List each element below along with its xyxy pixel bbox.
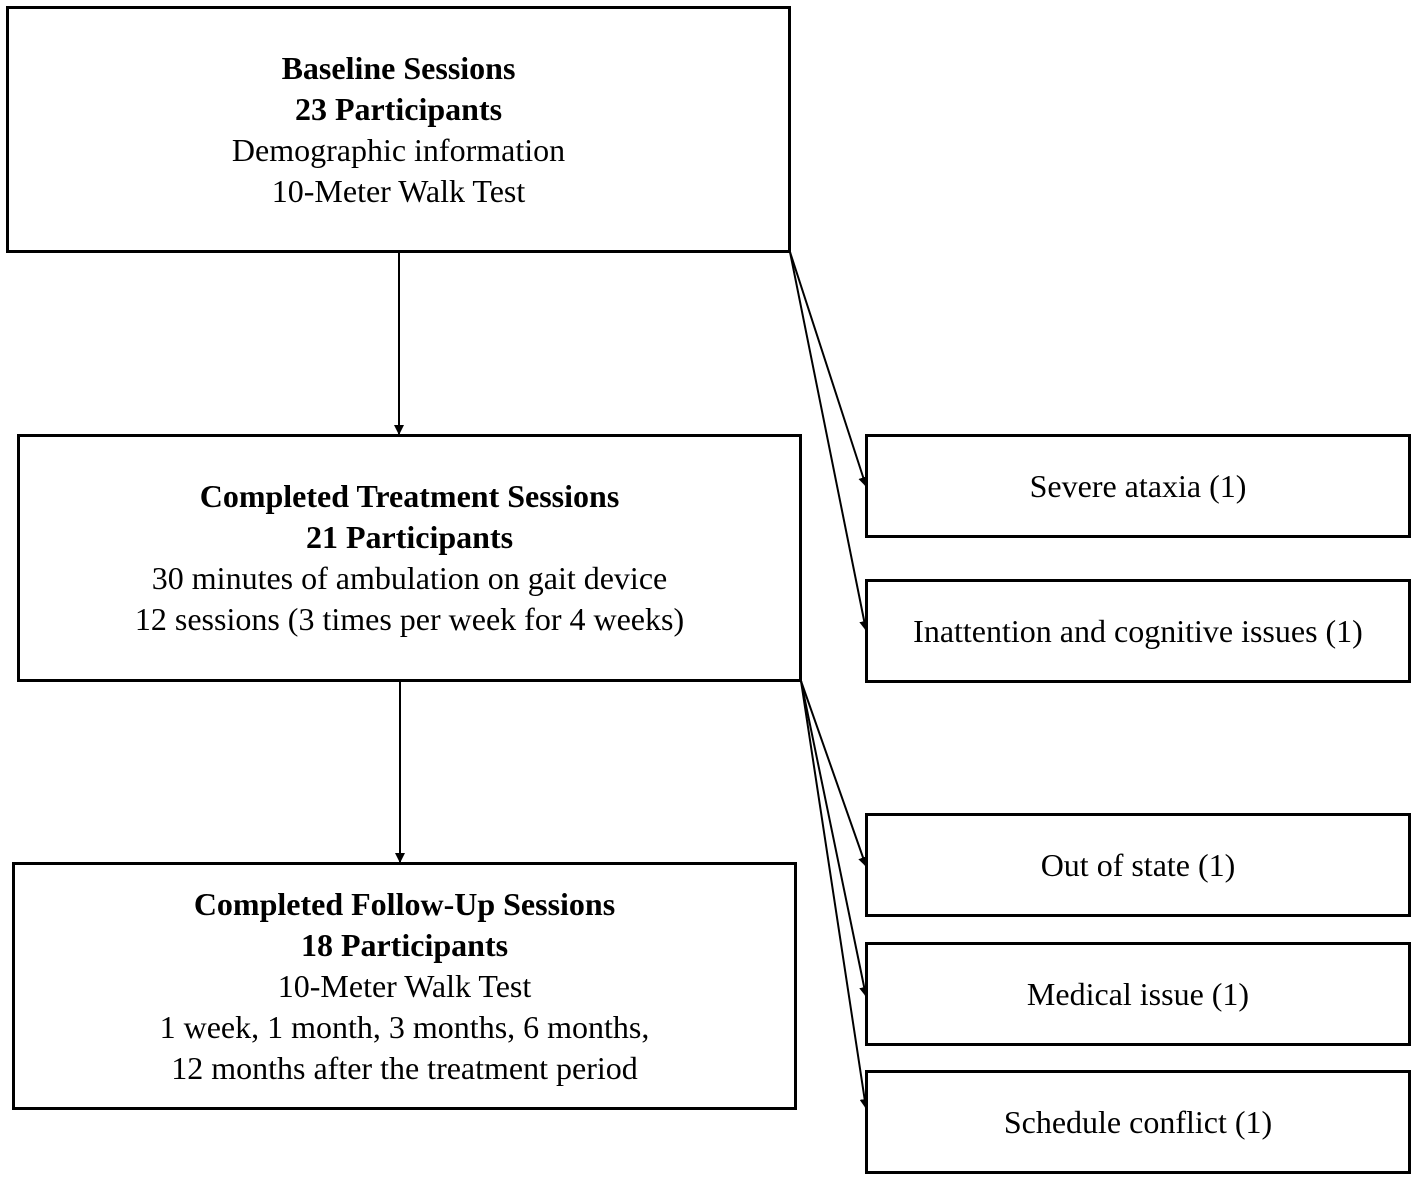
followup-line: 12 months after the treatment period <box>171 1049 638 1086</box>
arrow-to-schedule-conflict <box>800 680 870 1109</box>
baseline-sessions-box: Baseline Sessions 23 Participants Demogr… <box>6 6 791 253</box>
baseline-count: 23 Participants <box>294 90 503 127</box>
treatment-line: 12 sessions (3 times per week for 4 week… <box>134 601 685 637</box>
baseline-line: Demographic information <box>231 131 566 168</box>
dropout-box-inattention: Inattention and cognitive issues (1) <box>865 579 1411 683</box>
followup-line: 1 week, 1 month, 3 months, 6 months, <box>159 1008 650 1045</box>
followup-line: 10-Meter Walk Test <box>277 967 532 1004</box>
dropout-label: Out of state (1) <box>1040 847 1236 883</box>
arrow-to-inattention <box>789 251 870 631</box>
dropout-box-severe-ataxia: Severe ataxia (1) <box>865 434 1411 538</box>
dropout-label: Severe ataxia (1) <box>1029 468 1247 504</box>
arrow-to-medical-issue <box>800 680 870 997</box>
baseline-line: 10-Meter Walk Test <box>271 172 526 209</box>
followup-sessions-box: Completed Follow-Up Sessions 18 Particip… <box>12 862 797 1110</box>
dropout-box-medical-issue: Medical issue (1) <box>865 942 1411 1046</box>
arrow-to-out-of-state <box>800 680 868 867</box>
baseline-title: Baseline Sessions <box>281 49 516 86</box>
dropout-box-schedule-conflict: Schedule conflict (1) <box>865 1070 1411 1174</box>
dropout-label: Medical issue (1) <box>1026 976 1250 1012</box>
dropout-box-out-of-state: Out of state (1) <box>865 813 1411 917</box>
treatment-sessions-box: Completed Treatment Sessions 21 Particip… <box>17 434 802 682</box>
followup-count: 18 Participants <box>300 926 509 963</box>
arrow-to-severe-ataxia <box>789 251 868 487</box>
treatment-title: Completed Treatment Sessions <box>199 478 620 514</box>
treatment-count: 21 Participants <box>305 519 514 555</box>
dropout-label: Schedule conflict (1) <box>1003 1104 1273 1140</box>
followup-title: Completed Follow-Up Sessions <box>193 885 616 922</box>
dropout-label: Inattention and cognitive issues (1) <box>913 613 1363 649</box>
treatment-line: 30 minutes of ambulation on gait device <box>151 560 668 596</box>
